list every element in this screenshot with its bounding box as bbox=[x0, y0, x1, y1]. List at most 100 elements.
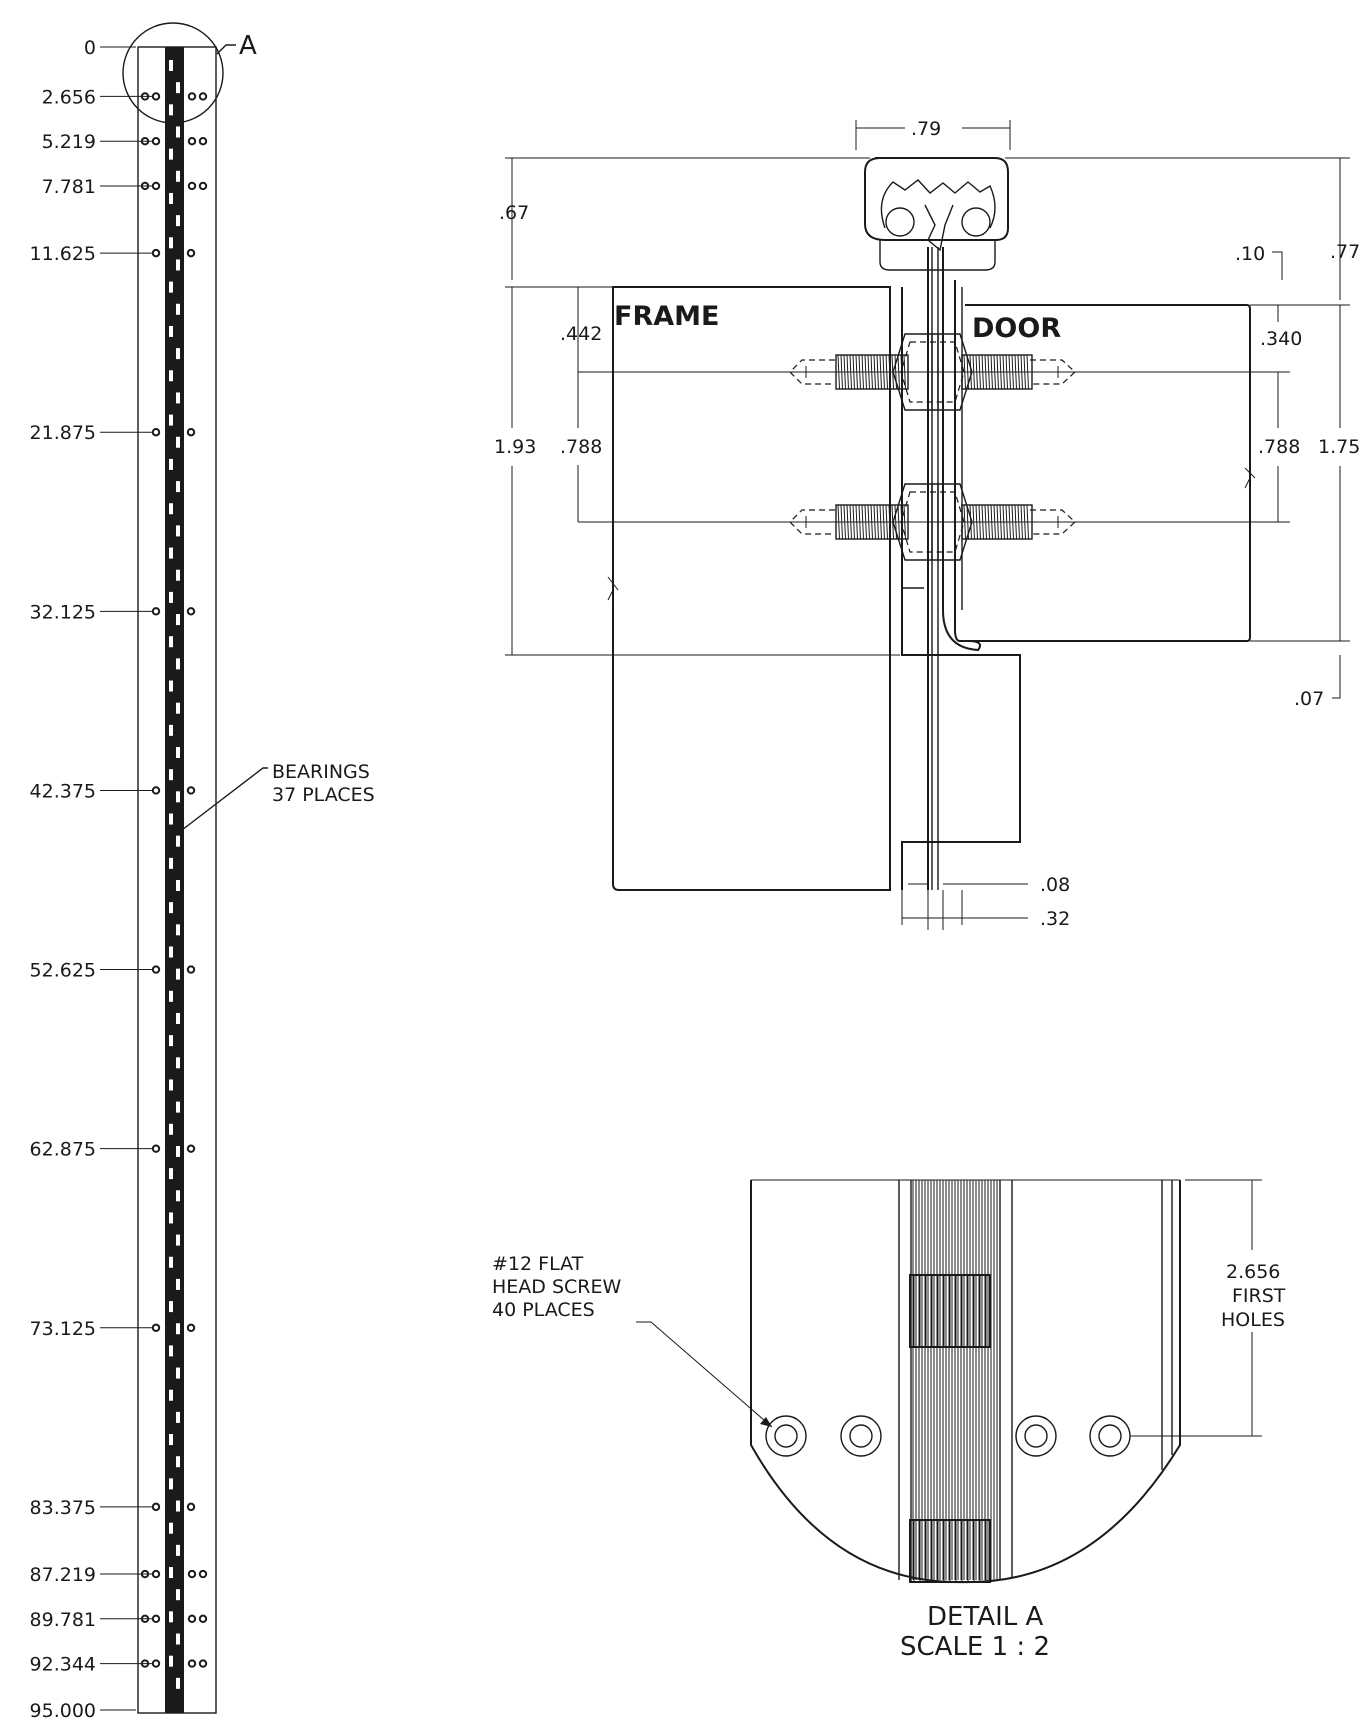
section-dimensions: .79 .67 .10 .77 .442 .788 1.93 bbox=[494, 118, 1360, 930]
screw-hole bbox=[186, 1502, 196, 1512]
frame-leaf bbox=[612, 286, 891, 891]
bearing-slot bbox=[169, 148, 173, 160]
bearing-slot bbox=[176, 1544, 180, 1556]
bearing-slot bbox=[169, 237, 173, 249]
bearing-slot bbox=[176, 82, 180, 94]
dim-right-total: .77 bbox=[1330, 241, 1360, 263]
screw-hole bbox=[187, 1659, 197, 1668]
bearing-slot bbox=[169, 902, 173, 914]
bearing-slot bbox=[169, 1522, 173, 1534]
station-label: 7.781 bbox=[42, 176, 96, 198]
bearing-slot bbox=[176, 1278, 180, 1290]
bearing-slot bbox=[176, 791, 180, 803]
bearing-slot bbox=[169, 1256, 173, 1268]
detail-a-circle bbox=[122, 22, 224, 124]
door-label: DOOR bbox=[972, 313, 1061, 344]
bearing-slot bbox=[176, 303, 180, 315]
detail-scale: SCALE 1 : 2 bbox=[900, 1632, 1050, 1662]
hinge-screws bbox=[782, 333, 1085, 561]
station-label: 73.125 bbox=[30, 1318, 96, 1340]
bearing-slot bbox=[169, 1611, 173, 1623]
screw-hole bbox=[186, 607, 196, 616]
bearing-slot bbox=[176, 1323, 180, 1335]
detail-pin-knuckle bbox=[912, 1180, 998, 1580]
dim-top-height: .67 bbox=[499, 202, 529, 224]
bearing-slot bbox=[176, 392, 180, 404]
frame-channel-outline bbox=[901, 287, 1021, 890]
bearing-slot bbox=[176, 126, 180, 138]
detail-a-outline bbox=[750, 1180, 1181, 1584]
dim-frame-first: .442 bbox=[560, 323, 602, 345]
bearing-slot bbox=[176, 1456, 180, 1468]
screw-hole bbox=[198, 1614, 208, 1624]
bearing-slot bbox=[169, 813, 173, 825]
bearing-slot bbox=[169, 1478, 173, 1490]
bearing-slot bbox=[169, 281, 173, 293]
bearing-slot bbox=[169, 1567, 173, 1579]
bearing-slot bbox=[169, 857, 173, 869]
screw-hole bbox=[186, 1323, 196, 1332]
screw-hole bbox=[198, 181, 208, 191]
bearing-slot bbox=[169, 458, 173, 470]
bearing-slot bbox=[176, 1633, 180, 1645]
top-cap bbox=[864, 157, 1009, 241]
station-label: 21.875 bbox=[30, 422, 96, 444]
screw-hole bbox=[187, 1569, 197, 1579]
dim-frame-total: 1.93 bbox=[494, 436, 536, 458]
bearing-slot bbox=[176, 1012, 180, 1024]
bearing-slot bbox=[176, 747, 180, 759]
bearing-slot bbox=[169, 990, 173, 1002]
bearing-slot bbox=[176, 968, 180, 980]
screw-hole bbox=[151, 607, 161, 616]
screw-hole bbox=[151, 1323, 161, 1332]
bearing-slot bbox=[169, 636, 173, 648]
station-leaders bbox=[100, 46, 152, 1711]
station-label: 52.625 bbox=[30, 960, 96, 982]
station-label: 92.344 bbox=[30, 1654, 96, 1676]
bearing-slot bbox=[169, 370, 173, 382]
dim-door-first: .340 bbox=[1260, 328, 1302, 350]
bearing-slot bbox=[169, 60, 173, 71]
bearing-slot bbox=[176, 1677, 180, 1689]
bearing-slot bbox=[169, 769, 173, 781]
bearing-slot bbox=[176, 259, 180, 271]
bearing-slot bbox=[176, 1190, 180, 1202]
dim-door-spacing: .788 bbox=[1258, 436, 1300, 458]
door-leaf-return bbox=[942, 247, 981, 652]
bearing-slot bbox=[169, 1168, 173, 1180]
bearing-slot bbox=[176, 1057, 180, 1069]
bearing-slot bbox=[169, 547, 173, 559]
station-label: 32.125 bbox=[30, 601, 96, 623]
bearing-slot bbox=[169, 325, 173, 337]
screw-hole bbox=[151, 1144, 161, 1153]
first-holes-line2: FIRST bbox=[1232, 1285, 1286, 1307]
screw bbox=[782, 333, 1085, 411]
station-label: 11.625 bbox=[30, 243, 96, 265]
screw-hole bbox=[151, 181, 161, 191]
bearing-slot bbox=[176, 1411, 180, 1423]
bearing-slot bbox=[169, 1655, 173, 1667]
bearing-slot bbox=[176, 658, 180, 670]
dim-frame-spacing: .788 bbox=[560, 436, 602, 458]
station-label: 89.781 bbox=[30, 1609, 96, 1631]
station-labels: 02.6565.2197.78111.62521.87532.12542.375… bbox=[30, 37, 96, 1722]
screw-hole bbox=[151, 1569, 161, 1579]
screw-hole bbox=[151, 428, 161, 437]
bearing-slot bbox=[176, 924, 180, 936]
bearing-slot bbox=[169, 1123, 173, 1135]
screw-hole bbox=[151, 786, 161, 795]
bearing-slot bbox=[176, 880, 180, 891]
screw-note-line1: #12 FLAT bbox=[492, 1253, 584, 1275]
bearing-slot bbox=[176, 835, 180, 847]
screw-hole bbox=[198, 92, 208, 101]
bearing-slot bbox=[176, 215, 180, 227]
screw-hole bbox=[198, 136, 208, 146]
screw-hole bbox=[198, 1569, 208, 1579]
frame-label: FRAME bbox=[614, 301, 719, 332]
first-holes-line3: HOLES bbox=[1221, 1309, 1285, 1331]
screw-hole bbox=[187, 136, 197, 146]
bearing-slot bbox=[169, 503, 173, 515]
bearing-slot bbox=[176, 436, 180, 448]
bearing-slot bbox=[169, 1212, 173, 1224]
screw-hole bbox=[186, 428, 196, 437]
